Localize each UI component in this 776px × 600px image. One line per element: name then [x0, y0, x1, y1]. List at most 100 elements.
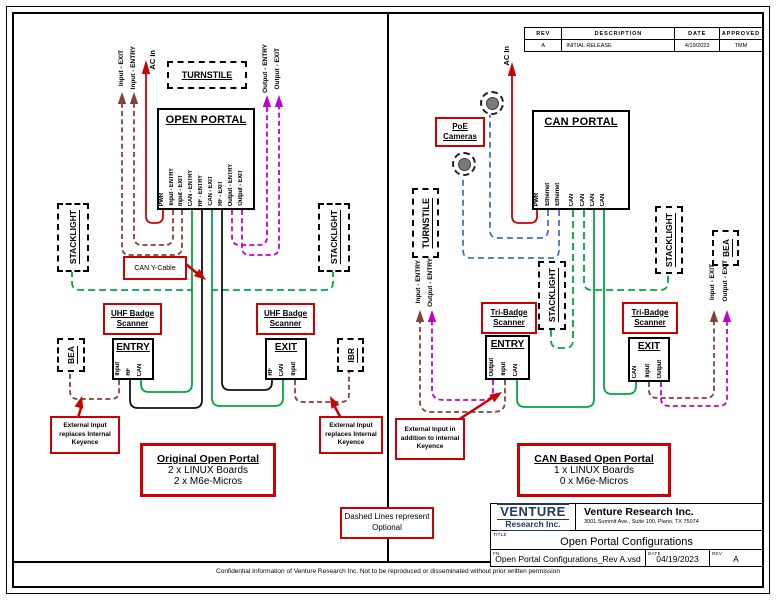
title-field-label: TITLE	[493, 532, 507, 537]
arrowhead-input-entry-left	[129, 92, 139, 104]
summary-line1: 2 x LINUX Boards	[167, 465, 249, 476]
turnstile-label-right: TURNSTILE	[420, 197, 431, 249]
label-input-exit-left: Input - EXIT	[118, 50, 125, 87]
file-row: FN Open Portal Configurations_Rev A.vsd …	[491, 550, 762, 566]
wire-input-entry-left	[133, 104, 174, 246]
bea-box-left: BEA	[57, 338, 85, 372]
pin-input: Input	[501, 362, 507, 376]
title-block-company-row: VENTURE Research Inc. Venture Research I…	[491, 503, 762, 531]
wire-ibr-input-left	[294, 370, 350, 403]
bea-label: BEA	[66, 346, 76, 364]
stacklight-box-right: STACKLIGHT	[318, 203, 350, 272]
summary-title: Original Open Portal	[156, 453, 260, 465]
pin-can: CAN	[513, 363, 519, 376]
uhf-scanner-callout-right: UHF Badge Scanner	[256, 303, 315, 335]
tri-badge-callout-right: Tri-Badge Scanner	[622, 302, 678, 334]
pin-pwr: PWR	[534, 192, 540, 206]
filename-field-label: FN	[493, 551, 500, 556]
wire-ethernet-camera2	[462, 174, 560, 259]
pin-can: CAN	[137, 363, 143, 376]
exit-box-left: EXIT RF CAN Input	[265, 338, 307, 380]
turnstile-label-left: TURNSTILE	[181, 70, 233, 80]
pin-pwr: PWR	[159, 192, 165, 206]
tri-badge-callout-left: Tri-Badge Scanner	[481, 302, 537, 334]
external-input-note-text: External Input replaces Internal Keyence	[325, 421, 377, 447]
arrowhead-input-exit-right	[709, 310, 719, 322]
can-y-cable-label: CAN Y-Cable	[134, 264, 176, 272]
pin-rf: RF	[126, 368, 132, 376]
entry-box-left: ENTRY Input RF CAN	[112, 338, 154, 380]
summary-box-right: CAN Based Open Portal 1 x LINUX Boards 0…	[517, 443, 671, 497]
poe-camera-icon	[480, 91, 504, 115]
pin-can-exit: CAN - EXIT	[208, 176, 214, 206]
arrowhead-acin-right	[507, 62, 517, 76]
dashed-lines-note-text: Dashed Lines represent Optional	[344, 512, 430, 532]
rev-col-header: REV	[523, 27, 563, 40]
company-name: Venture Research Inc.	[584, 506, 694, 518]
label-output-exit-right: Output - EXIT	[722, 260, 729, 302]
external-input-note-right: External Input replaces Internal Keyence	[319, 416, 383, 454]
rev-field-label: REV	[712, 551, 723, 556]
stacklight-box-center-right-panel: STACKLIGHT	[538, 261, 566, 330]
description-value: INITIAL RELEASE	[561, 39, 676, 52]
poe-cameras-callout: PoE Cameras	[435, 117, 485, 147]
date-value: 4/19/2023	[674, 39, 720, 52]
wire-output-entry-left	[231, 107, 268, 246]
external-input-note-text: External Input replaces Internal Keyence	[59, 421, 111, 447]
title-block: VENTURE Research Inc. Venture Research I…	[490, 503, 763, 567]
poe-camera-icon	[452, 152, 476, 176]
wire-rf-exit-left	[221, 210, 273, 391]
pin-ethernet: Ethernet	[545, 183, 551, 206]
confidentiality-notice: Confidential Information of Venture Rese…	[216, 568, 560, 575]
can-y-cable-callout: CAN Y-Cable	[123, 256, 187, 280]
wire-pwr-acin-right	[511, 76, 538, 224]
entry-title: ENTRY	[490, 339, 525, 350]
panel-divider	[387, 14, 389, 561]
stacklight-label: STACKLIGHT	[68, 210, 78, 265]
approved-value: TMM	[718, 39, 764, 52]
callout-arrow-note-can	[489, 392, 502, 403]
company-info: Venture Research Inc. 3001 Summit Ave., …	[576, 504, 762, 530]
poe-line2: Cameras	[443, 132, 477, 141]
date-value: 04/19/2023	[656, 554, 699, 564]
exit-title: EXIT	[274, 342, 298, 353]
can-portal-title: CAN PORTAL	[544, 116, 618, 128]
exit-title: EXIT	[637, 341, 661, 352]
stacklight-label: STACKLIGHT	[547, 268, 557, 323]
wire-rf-entry-left	[129, 210, 203, 409]
date-cell: DATE 04/19/2023	[646, 550, 710, 566]
can-portal-box: CAN PORTAL PWR Ethernet Ethernet CAN CAN…	[532, 110, 630, 210]
arrowhead-output-exit-right	[722, 310, 732, 322]
uhf-scanner-line2: Scanner	[116, 319, 149, 328]
bea-label: BEA	[720, 239, 731, 257]
ibr-box-left: IBR	[337, 338, 364, 372]
dashed-lines-note: Dashed Lines represent Optional	[340, 507, 434, 539]
pin-can: CAN	[279, 363, 285, 376]
pin-output: Output	[657, 359, 663, 378]
wire-bea-input-left	[69, 370, 120, 400]
arrowhead-output-entry-right	[427, 310, 437, 322]
pin-input: Input	[291, 362, 297, 376]
external-input-note-can: External Input in addition to internal K…	[395, 418, 465, 460]
pin-output: Output	[489, 357, 495, 376]
label-input-exit-right: Input - EXIT	[709, 264, 716, 301]
summary-line2: 2 x M6e-Micros	[173, 476, 243, 487]
wire-output-exit-left	[241, 107, 280, 256]
description-col-header: DESCRIPTION	[561, 27, 676, 40]
wire-can-stacklight-center	[550, 210, 574, 349]
arrowhead-input-entry-right	[415, 310, 425, 322]
uhf-scanner-line1: UHF Badge	[263, 308, 308, 318]
logo-venture-text: VENTURE	[497, 503, 569, 520]
summary-title: CAN Based Open Portal	[534, 453, 654, 465]
callout-line-note-can	[457, 396, 493, 422]
pin-rf-exit: RF - EXIT	[218, 181, 224, 206]
tri-badge-line2: Scanner	[493, 318, 525, 327]
open-portal-box: OPEN PORTAL PWR Input - ENTRY Input - EX…	[157, 108, 255, 210]
pin-input-entry: Input - ENTRY	[169, 168, 175, 206]
wire-can-entry-right	[516, 210, 595, 408]
external-input-note-text: External Input in addition to internal K…	[400, 425, 460, 451]
poe-line1: PoE	[452, 121, 468, 131]
date-field-label: DATE	[648, 551, 661, 556]
pin-input-exit: Input - EXIT	[178, 175, 184, 206]
